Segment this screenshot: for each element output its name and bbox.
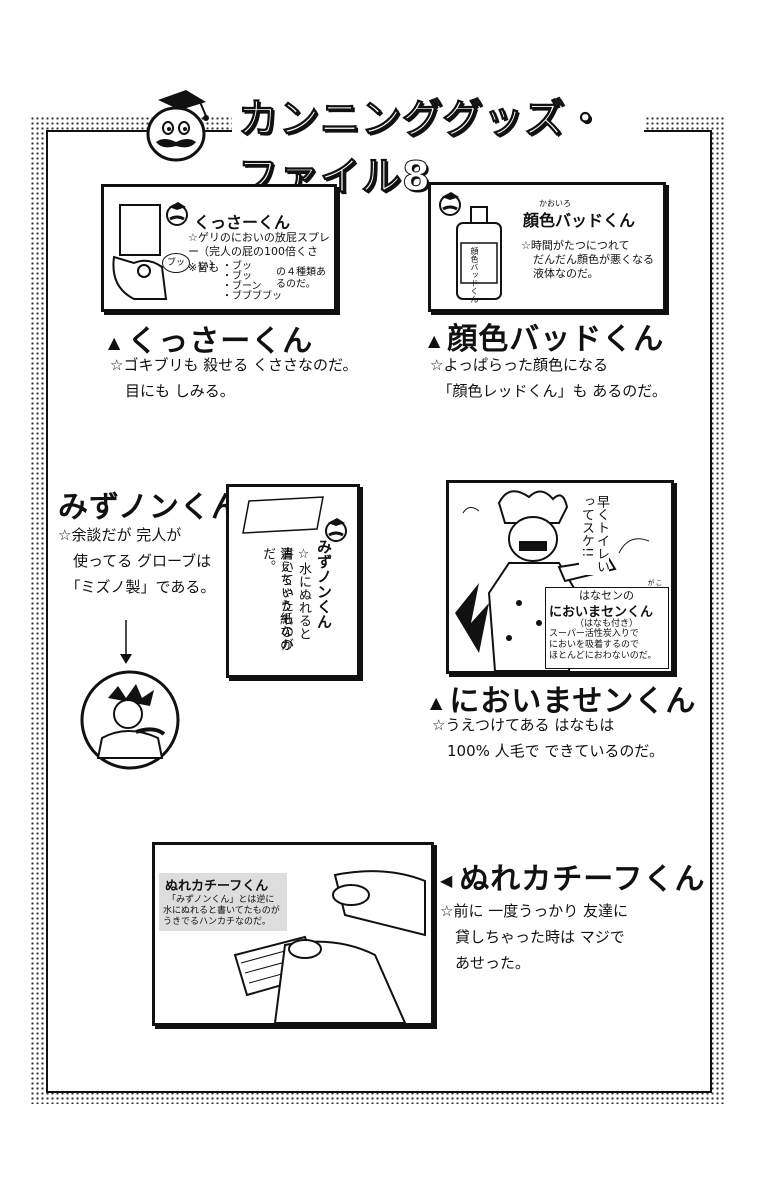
- triangle-bullet-icon: ▲: [430, 693, 444, 712]
- mizunon-panel-title: みずノンくん: [315, 539, 333, 629]
- nioimasen-caption-line-3: ほとんどにおわないのだ。: [549, 651, 657, 661]
- kussa-heading: ▲ くっさーくん: [108, 316, 313, 360]
- bottle-label: 顔色バッドくん: [470, 247, 479, 303]
- kaoiro-note: ☆よっぱらった顔色になる 「顔色レッドくん」も あるのだ。: [430, 356, 667, 400]
- kussa-note: ☆ゴキブリも 殺せる くささなのだ。 目にも しみる。: [110, 356, 358, 400]
- kussa-sound-1: ・ブッ: [222, 261, 252, 272]
- mizunon-panel-line-3: 消えちゃう紙なのだ。: [260, 547, 292, 651]
- nioimasen-caption-title: はなセンの: [579, 589, 634, 602]
- nioimasen-heading: ▲ においませンくん: [430, 676, 696, 720]
- nurekachi-panel: ぬれカチーフくん 「みずノンくん」とは逆に 水にぬれると書いてたものが うきでる…: [152, 842, 434, 1026]
- nioimasen-note: ☆うえつけてある はなもは 100% 人毛で できているのだ。: [432, 716, 664, 760]
- kussa-sound-suffix: の４種類あるのだ。: [276, 267, 326, 290]
- nurekachi-caption-box: [159, 873, 287, 931]
- character-portrait-circle: [80, 670, 180, 770]
- nioimasen-speech: 早くトイレいってスケ!!: [579, 495, 609, 575]
- down-arrow-icon: [120, 620, 132, 664]
- kussa-panel-line-1: ☆ゲリのにおいの放屁スプレー: [188, 231, 330, 258]
- kaoiro-panel-line-3: 液体なのだ。: [533, 267, 599, 280]
- page-title: カンニンググッズ・ファイル8: [232, 86, 644, 201]
- mascot-small-icon: [325, 518, 347, 542]
- kussa-panel: くっさーくん ☆ゲリのにおいの放屁スプレー （完人の屁の100倍くさい） ※音も…: [101, 184, 337, 312]
- mascot-small-icon: [166, 202, 188, 226]
- kaoiro-panel-line-2: だんだん顔色が悪くなる: [533, 253, 654, 266]
- triangle-bullet-icon: ◀: [440, 871, 454, 890]
- kussa-sound-3: ・ブーン: [222, 281, 262, 292]
- kaoiro-panel-line-1: ☆時間がたつにつれて: [521, 239, 630, 252]
- kussa-panel-title: くっさーくん: [194, 213, 291, 232]
- paper-sketch: [242, 496, 324, 534]
- mascot-small-icon: [439, 192, 461, 216]
- kussa-panel-line-2: （完人の屁の100倍くさい）: [198, 245, 318, 272]
- triangle-bullet-icon: ▲: [428, 331, 442, 350]
- hands-handkerchief-sketch: [233, 870, 426, 1023]
- kaoiro-heading: ▲ 顔色バッドくん: [428, 314, 664, 358]
- nioimasen-caption-name: においまセンくん: [549, 605, 654, 620]
- spray-hand-sketch: [112, 204, 168, 300]
- nurekachi-panel-line-2: 水にぬれると書いてたものが: [163, 906, 280, 916]
- mizunon-heading: みずノンくん◀: [58, 482, 267, 526]
- kaoiro-ruby: かおいろ: [539, 199, 571, 208]
- nioimasen-panel: 早くトイレいってスケ!! これでも気がつかない はなセンの においまセンくん （…: [446, 480, 674, 674]
- nioimasen-heading-text: においませンくん: [449, 684, 697, 719]
- mizunon-panel-line-1: ☆水にぬれると: [296, 547, 311, 640]
- kaoiro-panel-title: 顔色バッドくん: [523, 211, 636, 230]
- kaoiro-heading-text: 顔色バッドくん: [447, 322, 665, 357]
- nurekachi-panel-line-1: 「みずノンくん」とは逆に: [167, 895, 275, 905]
- nioimasen-caption-sub: （はなも付き）: [575, 619, 639, 629]
- nioimasen-caption-box: [545, 587, 669, 669]
- bottle-sketch: [456, 206, 502, 300]
- nurekachi-panel-title: ぬれカチーフくん: [165, 879, 269, 894]
- mizunon-panel: みずノンくん ☆水にぬれると 書いていたものが 消えちゃう紙なのだ。: [226, 484, 360, 678]
- triangle-bullet-icon: ▲: [108, 333, 122, 352]
- nurekachi-note: ☆前に 一度うっかり 友達に 貸しちゃった時は マジで あせった。: [440, 902, 628, 972]
- kussa-sound-4: ・ブブブブッ: [222, 291, 282, 302]
- nurekachi-heading: ◀ ぬれカチーフくん: [440, 854, 706, 898]
- mizunon-note: ☆余談だが 完人が 使ってる グローブは 「ミズノ製」である。: [58, 526, 216, 596]
- mascot-face-icon: [146, 90, 209, 162]
- nioimasen-caption-line-1: スーパー活性炭入りで: [549, 629, 639, 639]
- nurekachi-panel-line-3: うきでるハンカチなのだ。: [163, 917, 271, 927]
- nurekachi-heading-text: ぬれカチーフくん: [459, 862, 706, 897]
- mizunon-heading-text: みずノンくん: [58, 490, 242, 525]
- kussa-heading-text: くっさーくん: [127, 324, 314, 359]
- nioimasen-caption-line-2: においを吸着するので: [549, 640, 640, 650]
- kussa-sound-2: ・ブッ: [222, 271, 252, 282]
- kaoiro-panel: 顔色バッドくん かおいろ 顔色バッドくん ☆時間がたつにつれて だんだん顔色が悪…: [428, 182, 666, 312]
- kussa-sound-prefix: ※音も: [188, 261, 220, 274]
- mizunon-panel-line-2: 書いていたものが: [278, 547, 293, 651]
- kussa-sfx: ブッ: [162, 253, 191, 273]
